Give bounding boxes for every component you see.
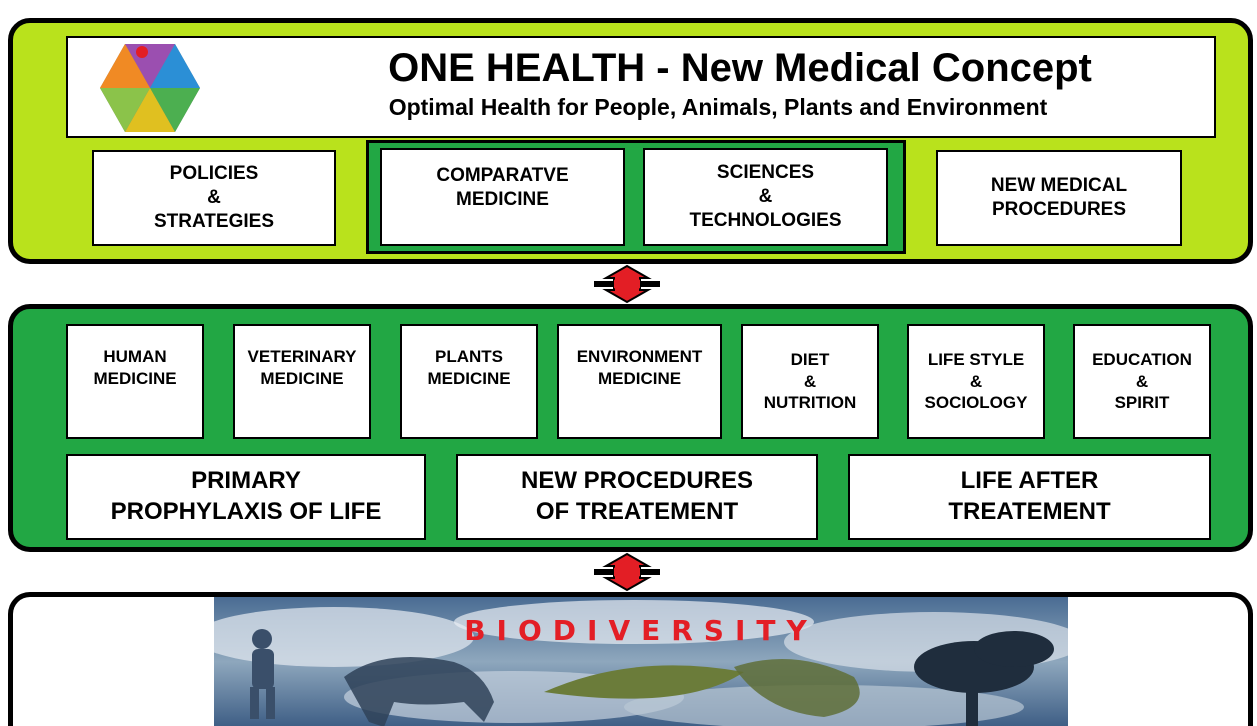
- new-medical-procedures-box: NEW MEDICAL PROCEDURES: [936, 150, 1182, 246]
- comparative-medicine-box: COMPARATVE MEDICINE: [380, 148, 625, 246]
- diet-nutrition-box: DIET & NUTRITION: [741, 324, 879, 439]
- double-arrow-icon: [594, 264, 660, 304]
- life-style-sociology-box: LIFE STYLE & SOCIOLOGY: [907, 324, 1045, 439]
- one-health-logo-icon: [100, 44, 200, 132]
- double-arrow-icon-lower: [594, 552, 660, 592]
- veterinary-medicine-box: VETERINARY MEDICINE: [233, 324, 371, 439]
- diagram-title: ONE HEALTH - New Medical Concept: [388, 46, 1092, 90]
- policies-strategies-box: POLICIES & STRATEGIES: [92, 150, 336, 246]
- diagram-subtitle: Optimal Health for People, Animals, Plan…: [388, 94, 1048, 120]
- title-box: ONE HEALTH - New Medical Concept Optimal…: [66, 36, 1216, 138]
- human-medicine-box: HUMAN MEDICINE: [66, 324, 204, 439]
- biodiversity-image: [214, 597, 1068, 726]
- sciences-technologies-box: SCIENCES & TECHNOLOGIES: [643, 148, 888, 246]
- education-spirit-box: EDUCATION & SPIRIT: [1073, 324, 1211, 439]
- life-after-treatement-box: LIFE AFTER TREATEMENT: [848, 454, 1211, 540]
- new-procedures-treatement-box: NEW PROCEDURES OF TREATEMENT: [456, 454, 818, 540]
- primary-prophylaxis-box: PRIMARY PROPHYLAXIS OF LIFE: [66, 454, 426, 540]
- environment-medicine-box: ENVIRONMENT MEDICINE: [557, 324, 722, 439]
- biodiversity-label: BIODIVERSITY: [464, 614, 818, 647]
- plants-medicine-box: PLANTS MEDICINE: [400, 324, 538, 439]
